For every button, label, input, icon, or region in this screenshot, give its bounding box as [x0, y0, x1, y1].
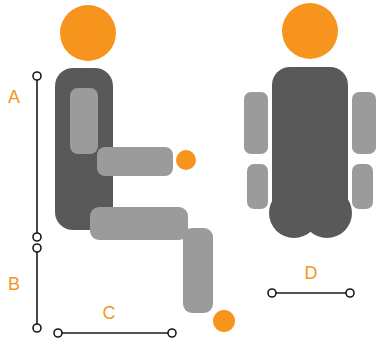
lower-leg	[183, 228, 213, 313]
upper-arm	[70, 88, 98, 154]
dimension-label: A	[8, 88, 20, 106]
dimension-label: C	[103, 304, 116, 322]
thigh	[90, 207, 188, 240]
hand	[176, 150, 196, 170]
foot	[213, 310, 235, 332]
dimension-label: B	[8, 275, 20, 293]
arm-right-lower	[352, 164, 373, 209]
dimension-label: D	[305, 264, 318, 282]
arm-left-upper	[244, 92, 268, 154]
arm-left-lower	[247, 164, 268, 209]
forearm	[97, 147, 173, 176]
arm-right-upper	[352, 92, 376, 154]
dimension-lines	[33, 72, 354, 337]
knee-right	[302, 188, 352, 238]
head-front	[282, 3, 338, 59]
head	[60, 5, 116, 61]
